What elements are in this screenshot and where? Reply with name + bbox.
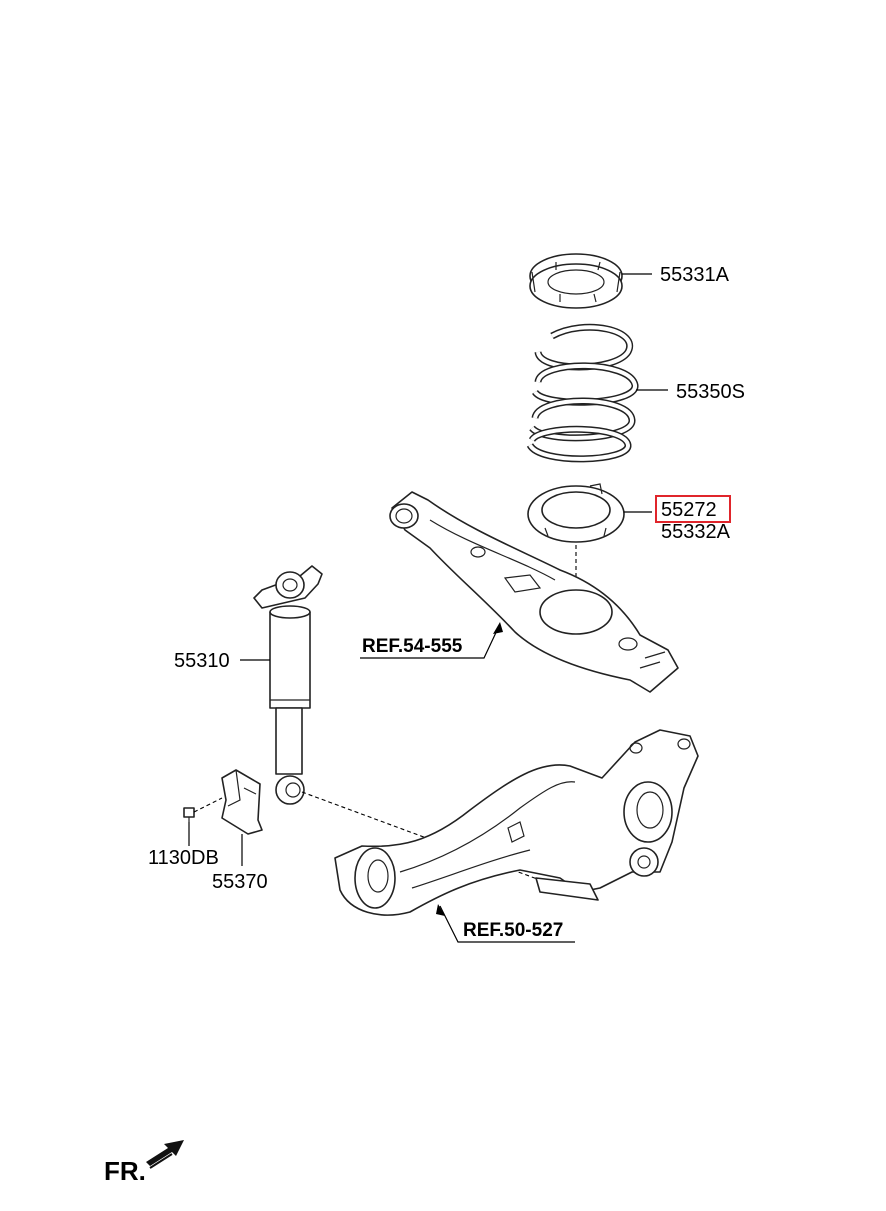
label-55272[interactable]: 55272	[661, 499, 717, 521]
leader-ref-50-527	[439, 905, 575, 943]
trailing-arm[interactable]	[334, 729, 699, 916]
arrow-ref-54-555	[493, 622, 503, 634]
upper-spring-pad[interactable]	[529, 253, 623, 309]
label-1130DB[interactable]: 1130DB	[148, 847, 219, 869]
bolt-axis-line	[193, 797, 223, 813]
coil-spring[interactable]	[526, 323, 639, 463]
arrow-ref-50-527	[436, 904, 445, 916]
bracket[interactable]	[221, 769, 263, 835]
label-ref-54-555[interactable]: REF.54-555	[362, 636, 463, 657]
highlight-box-55272	[655, 495, 731, 523]
lower-spring-pad[interactable]	[527, 483, 625, 543]
label-55331A[interactable]: 55331A	[660, 264, 730, 286]
label-55350S[interactable]: 55350S	[676, 381, 745, 403]
leader-ref-54-555	[360, 623, 501, 659]
shock-absorber[interactable]	[253, 565, 323, 805]
label-55332A[interactable]: 55332A	[661, 521, 731, 543]
bolt[interactable]	[183, 807, 195, 822]
front-direction-label: FR.	[104, 1156, 146, 1186]
label-55370[interactable]: 55370	[212, 871, 268, 893]
front-arrow-icon	[146, 1140, 184, 1169]
label-ref-50-527[interactable]: REF.50-527	[463, 920, 563, 941]
lower-arm[interactable]	[389, 491, 679, 693]
label-55310[interactable]: 55310	[174, 650, 230, 672]
